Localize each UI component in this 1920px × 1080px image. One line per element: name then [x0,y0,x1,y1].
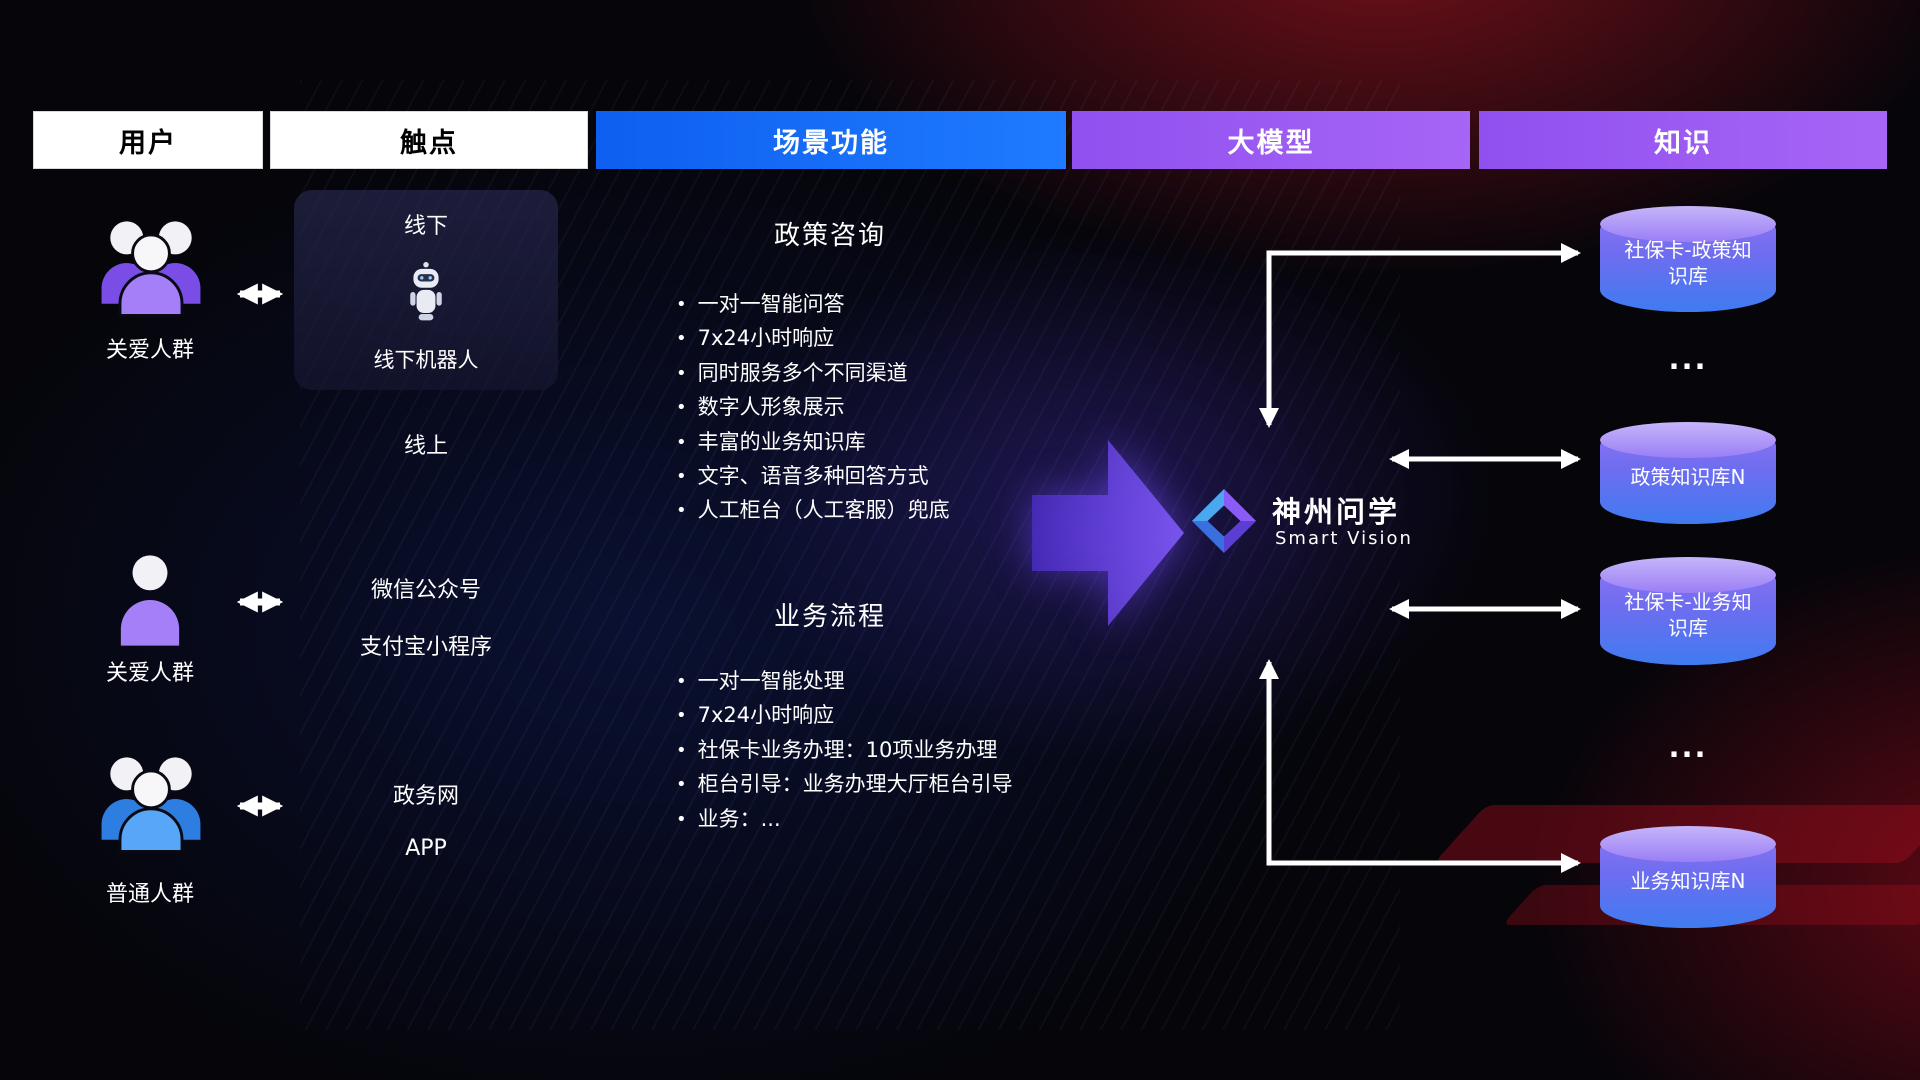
group-blue-icon [88,748,214,854]
header-scenes: 场景功能 [596,111,1066,169]
business-title: 业务流程 [773,602,886,632]
header-scenes-label: 场景功能 [773,127,889,159]
list-item: 7x24小时响应 [676,699,1013,733]
list-item: 一对一智能问答 [676,288,950,322]
header-users-label: 用户 [119,127,177,159]
list-item: 柜台引导：业务办理大厅柜台引导 [676,768,1013,802]
header-touchpoints: 触点 [270,111,588,169]
list-item: 社保卡业务办理：10项业务办理 [676,734,1013,768]
alipay-channel: 支付宝小程序 [359,635,492,660]
elbow-arrow-top-icon [1259,243,1581,428]
knowledge-db-business-card: 社保卡-业务知识库 [1600,557,1776,665]
header-knowledge-label: 知识 [1654,127,1712,159]
app-channel: APP [405,836,447,861]
list-item: 人工柜台（人工客服）兜底 [676,494,950,528]
model-subtitle: Smart Vision [1275,528,1413,549]
list-item: 同时服务多个不同渠道 [676,357,950,391]
user-group-2-label: 关爱人群 [105,661,194,686]
offline-robot-label: 线下机器人 [373,348,479,372]
robot-icon [405,260,447,324]
person-purple-icon [116,551,184,649]
flow-arrow-icon [1022,418,1202,648]
gov-channel: 政务网 [392,784,459,809]
knowledge-db-business-n: 业务知识库N [1600,826,1776,928]
user-group-3-label: 普通人群 [105,882,194,907]
knowledge-db-policy-card: 社保卡-政策知识库 [1600,206,1776,312]
knowledge-db-policy-n: 政策知识库N [1600,422,1776,524]
ellipsis: ... [1668,730,1708,764]
header-model-label: 大模型 [1227,127,1315,159]
header-users: 用户 [33,111,263,169]
list-item: 丰富的业务知识库 [676,426,950,460]
offline-touchpoint-card: 线下 线下机器人 [294,190,558,390]
header-touchpoints-label: 触点 [400,127,458,159]
offline-title: 线下 [403,214,448,239]
list-item: 7x24小时响应 [676,322,950,356]
smart-vision-logo-icon [1190,487,1258,555]
knowledge-db-label: 业务知识库N [1630,869,1746,893]
list-item: 一对一智能处理 [676,665,1013,699]
list-item: 文字、语音多种回答方式 [676,460,950,494]
online-title: 线上 [403,434,448,459]
business-list: 一对一智能处理 7x24小时响应 社保卡业务办理：10项业务办理 柜台引导：业务… [676,665,1013,837]
user-group-1-label: 关爱人群 [105,338,194,363]
elbow-arrow-bottom-icon [1259,659,1581,873]
model-name: 神州问学 [1272,495,1401,529]
wechat-channel: 微信公众号 [370,578,481,603]
ellipsis: ... [1668,342,1708,376]
header-knowledge: 知识 [1479,111,1887,169]
list-item: 数字人形象展示 [676,391,950,425]
knowledge-db-label: 政策知识库N [1630,465,1746,489]
header-model: 大模型 [1072,111,1470,169]
policy-title: 政策咨询 [773,221,886,251]
policy-list: 一对一智能问答 7x24小时响应 同时服务多个不同渠道 数字人形象展示 丰富的业… [676,288,950,529]
group-purple-icon [88,212,214,318]
knowledge-db-label: 社保卡-政策知识库 [1624,238,1752,288]
knowledge-db-label: 社保卡-业务知识库 [1624,590,1752,640]
list-item: 业务：... [676,803,1013,837]
